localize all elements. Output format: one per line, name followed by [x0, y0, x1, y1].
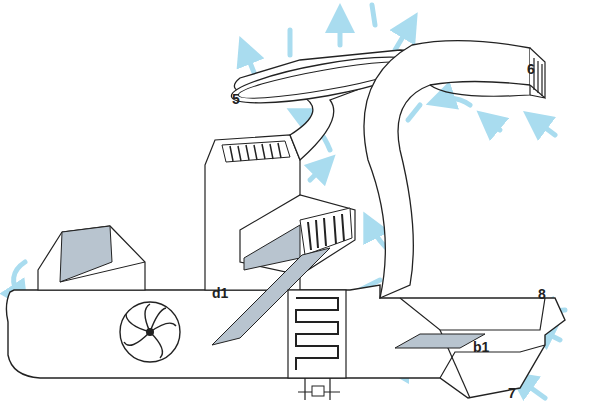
face-vent-part: [308, 214, 344, 250]
left-outlet-part: [38, 226, 145, 290]
side-duct-part: [534, 58, 542, 96]
air-flow-arrows-part: [245, 50, 255, 75]
inlet-housing-part: [400, 298, 545, 330]
air-flow-arrows-part: [440, 98, 470, 105]
side-duct: [364, 41, 545, 298]
blower-fan-part: [146, 328, 154, 336]
air-flow-arrows-part: [288, 30, 293, 55]
central-plenum-part: [230, 143, 281, 161]
callout-number: 8: [538, 287, 546, 301]
face-vent-part: [300, 208, 352, 255]
heater-core-part: [312, 386, 324, 396]
main-duct: [6, 285, 565, 398]
callout-number: 7: [508, 386, 516, 400]
inlet-housing-part: [440, 345, 545, 378]
blower-fan: [120, 302, 180, 362]
air-flow-arrows-part: [372, 5, 375, 25]
heater-core-part: [298, 378, 340, 400]
heater-core-part: [288, 290, 346, 378]
callout-number: d1: [212, 286, 228, 300]
air-flow-arrows-part: [488, 120, 500, 130]
left-outlet: [38, 226, 145, 290]
flap-b1: [395, 334, 485, 348]
heater-core-part: [296, 298, 338, 370]
blower-fan-part: [124, 304, 176, 358]
face-vent-part: [244, 225, 300, 270]
side-duct-part: [430, 85, 530, 96]
heater-core: [288, 290, 346, 400]
callout-number: 5: [232, 92, 240, 106]
air-flow-arrows-part: [395, 25, 410, 50]
air-flow-arrows-part: [338, 18, 343, 45]
left-outlet-part: [60, 226, 112, 282]
blower-fan-part: [120, 302, 180, 362]
air-flow-arrows-part: [408, 105, 420, 120]
callout-number: b1: [473, 340, 489, 354]
air-flow-arrows-part: [310, 165, 325, 180]
callout-number: 6: [527, 62, 535, 76]
air-flow-arrows-part: [535, 120, 555, 135]
side-duct-part: [364, 41, 530, 298]
central-plenum-part: [222, 141, 290, 162]
left-outlet-part: [60, 262, 145, 282]
